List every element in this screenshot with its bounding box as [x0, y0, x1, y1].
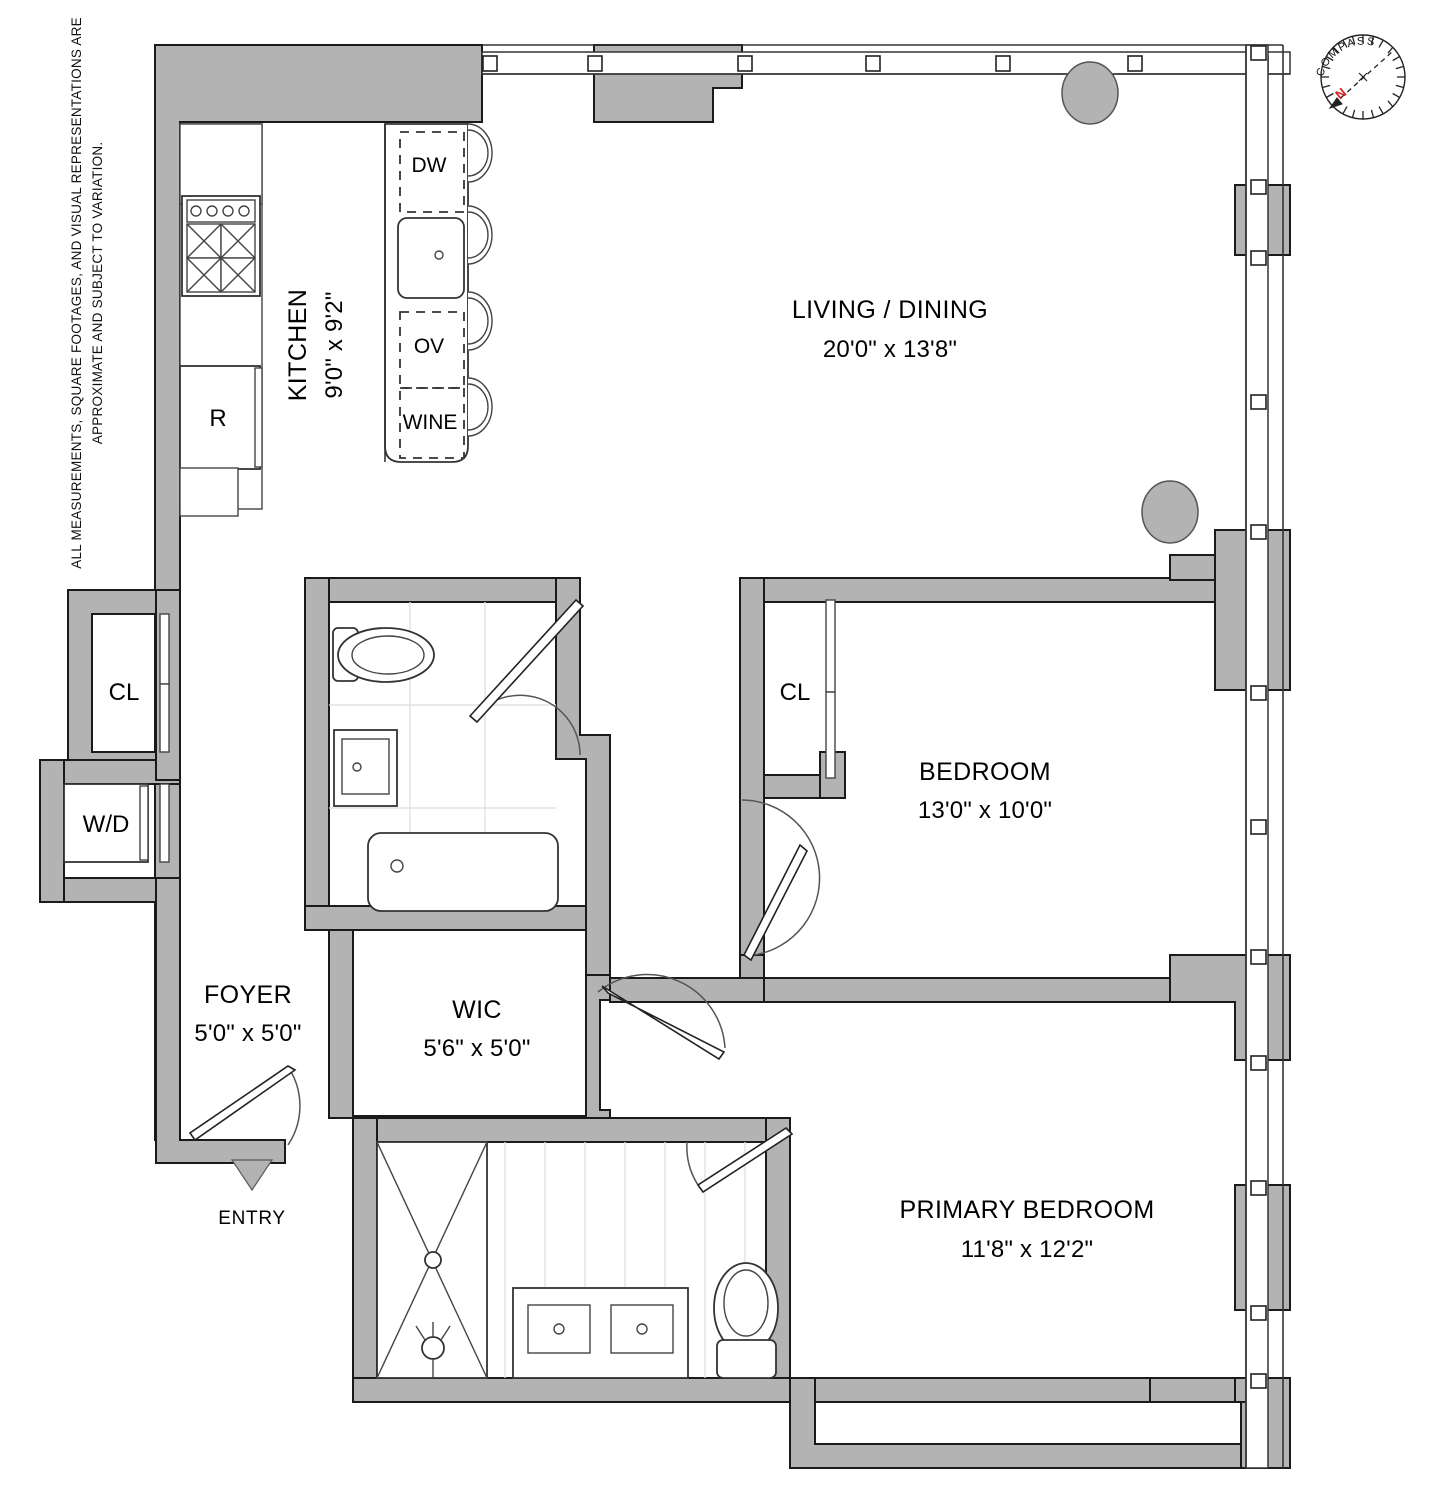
closet-foyer-label: CL — [109, 679, 140, 706]
primary-bedroom-dimensions: 11'8" x 12'2" — [961, 1236, 1093, 1263]
wall-foyer-lower — [155, 877, 286, 1164]
washer-dryer-label: W/D — [83, 811, 130, 838]
column-round-2 — [1141, 480, 1199, 544]
column-round-1 — [1061, 61, 1119, 125]
shower-head-icon — [415, 1322, 451, 1378]
oven-label: OV — [414, 335, 444, 358]
range-cooktop — [181, 195, 261, 297]
living-dining-dimensions: 20'0" x 13'8" — [823, 336, 957, 363]
refrigerator — [179, 365, 263, 517]
compass-rose: COMPASS N — [1308, 22, 1418, 132]
door-entry — [188, 1065, 301, 1146]
vanity-sink-guest-bath — [333, 729, 398, 807]
living-dining-name: LIVING / DINING — [792, 296, 988, 324]
wall-wd-left-return — [39, 759, 65, 903]
kitchen-name: KITCHEN — [284, 289, 312, 402]
door-guest-bath — [468, 598, 585, 756]
washer-dryer — [63, 783, 149, 863]
refrigerator-label: R — [209, 405, 226, 432]
compass-needle-axis — [1333, 51, 1393, 105]
wall-primary-bath-left — [352, 1117, 378, 1403]
bathtub — [367, 832, 559, 912]
pier-right-2-return — [1169, 554, 1216, 581]
compass-south-arrow — [1328, 97, 1343, 109]
kitchen-counter-upper — [179, 123, 263, 205]
entry-label: ENTRY — [218, 1208, 286, 1229]
shower-primary-bath — [376, 1141, 488, 1379]
wall-bedroom-bottom-strip — [609, 977, 765, 1003]
double-vanity-primary-bath — [512, 1287, 689, 1379]
curtain-wall-right — [1245, 44, 1269, 1469]
door-wic — [597, 973, 726, 1061]
dishwasher-label: DW — [412, 154, 447, 177]
door-bedroom — [741, 799, 821, 962]
bar-stool-group — [467, 123, 493, 437]
pier-right-3 — [1169, 954, 1291, 1061]
wine-fridge-label: WINE — [403, 411, 458, 434]
wall-wic — [328, 929, 354, 1119]
closet-foyer-doors — [159, 613, 170, 753]
wall-wic-right — [585, 974, 611, 1141]
wd-door — [159, 783, 170, 863]
dishwasher — [399, 131, 465, 213]
kitchen-label-group: KITCHEN 9'0" x 9'2" — [284, 289, 348, 402]
curtain-wall-top — [481, 51, 1291, 75]
entry-marker-triangle — [230, 1159, 274, 1192]
bedroom-dimensions: 13'0" x 10'0" — [918, 797, 1052, 824]
wall-bath-left — [304, 577, 330, 931]
kitchen-dimensions: 9'0" x 9'2" — [321, 291, 348, 398]
kitchen-sink — [397, 217, 465, 299]
wall-bedroom-closet-left — [739, 577, 765, 979]
foyer-name: FOYER — [204, 981, 292, 1009]
door-primary-bath — [686, 1126, 794, 1194]
toilet-guest-bath — [332, 627, 435, 683]
closet-bedroom-doors — [825, 599, 836, 779]
closet-bedroom-label: CL — [780, 679, 811, 706]
primary-bedroom-name: PRIMARY BEDROOM — [899, 1196, 1154, 1224]
toilet-primary-bath — [713, 1262, 779, 1379]
wic-dimensions: 5'6" x 5'0" — [423, 1035, 530, 1062]
foyer-dimensions: 5'0" x 5'0" — [194, 1020, 301, 1047]
bedroom-name: BEDROOM — [919, 758, 1051, 786]
wall-bottom-main — [352, 1377, 1151, 1403]
wic-name: WIC — [452, 996, 502, 1024]
wine-fridge — [399, 387, 465, 459]
wall-primary-bath-top — [352, 1117, 791, 1143]
oven — [399, 311, 465, 389]
